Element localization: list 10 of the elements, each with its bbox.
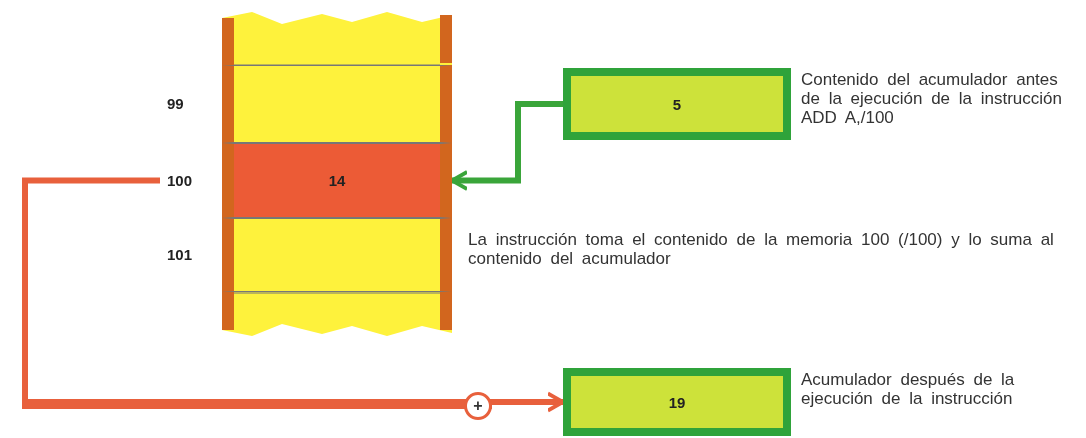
cell-value: 14 [328,172,346,189]
register-value: 5 [672,95,682,113]
plus-sign: + [473,398,483,414]
explanation-text: La instrucción toma el contenido de la memoria 100 (/100) y lo suma al contenido del acumulador [468,230,1055,268]
adder-circle [464,392,492,420]
description-text: Contenido del acumulador antes de la ejecución de la instrucción ADD A,/100 [801,70,1063,127]
accumulator-register [563,68,791,140]
description-text: Acumulador después de la ejecución de la instrucción [801,370,1016,408]
accumulator-register [563,368,791,436]
register-value: 19 [668,393,686,411]
